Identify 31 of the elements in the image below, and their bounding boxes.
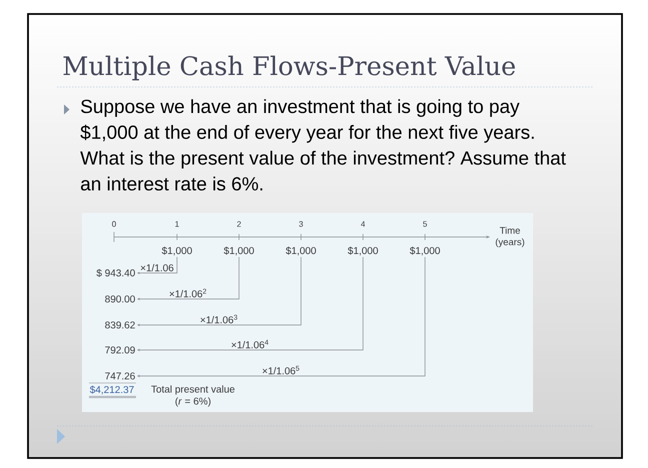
edge-label: ×1/1.06$^{3}$ xyxy=(199,314,239,324)
cash-flow-amount: $1,000 xyxy=(410,246,440,256)
edge-label: ×1/1.06$^{2}$ xyxy=(168,288,208,298)
present-value: $ 943.40 xyxy=(96,268,135,278)
edge-label: ×1/1.06 xyxy=(139,263,175,272)
present-value: 792.09 xyxy=(105,346,135,354)
cash-flow-amount: $1,000 xyxy=(348,246,378,256)
arrow xyxy=(137,256,178,274)
body-text: Suppose we have an investment that is going to pay $1,000 at the end of every year for the next five years. What is the present value of the investment? Assume that an interest rate is 6%. xyxy=(80,99,566,191)
cash-flow-amount: $1,000 xyxy=(162,246,192,256)
cash-flow-amount: $1,000 xyxy=(224,246,254,256)
present-value: 890.00 xyxy=(105,295,135,303)
total-caption: Total present value (r = 6%) xyxy=(151,385,235,407)
tick-label: 0 xyxy=(112,221,116,227)
tick-label: 3 xyxy=(299,221,303,227)
tick-label: 2 xyxy=(237,221,241,227)
tick-label: 5 xyxy=(423,221,427,227)
tick-label: 1 xyxy=(175,221,179,227)
title: Multiple Cash Flows-Present Value xyxy=(63,56,515,80)
arrow xyxy=(137,256,426,378)
present-value: 839.62 xyxy=(105,321,135,329)
cash-flow-amount: $1,000 xyxy=(286,246,316,256)
total-value: $4,212.37 xyxy=(90,386,134,394)
edge-label: ×1/1.06$^{4}$ xyxy=(230,339,270,350)
arrow xyxy=(137,256,302,326)
present-value: 747.26 xyxy=(105,372,135,380)
tick-label: 4 xyxy=(360,221,365,227)
arrow xyxy=(137,256,240,300)
arrow xyxy=(137,256,364,352)
axis-title: Time (years) xyxy=(496,226,524,248)
edge-label: ×1/1.06$^{5}$ xyxy=(261,365,301,376)
